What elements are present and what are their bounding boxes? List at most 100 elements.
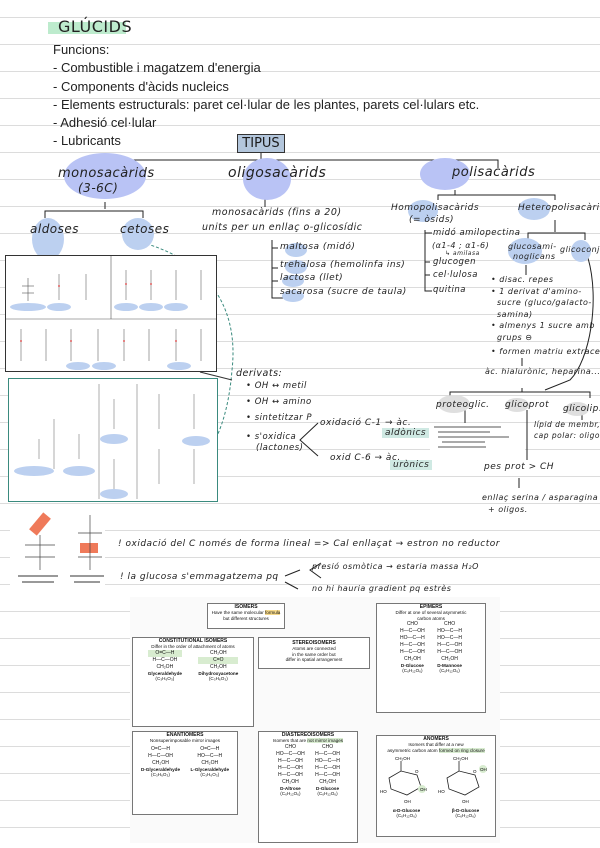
box-desc: differ in spatial arrangement (285, 657, 343, 662)
aldonic-highlight: aldònics (382, 428, 430, 438)
isomers-root-box: ISOMERS Have the same molecular formula … (207, 603, 285, 629)
oligo-label: oligosacàrids (228, 165, 327, 181)
structure-label: CHO (321, 743, 334, 750)
tipus-box: TIPUS (237, 134, 285, 153)
proteoglic-label: proteoglic. (436, 400, 490, 410)
oligo-list: maltosa (midó) trehalosa (hemolinfa ins)… (280, 241, 407, 299)
structure-label: CH₂OH (201, 759, 219, 766)
oxidation-c1: oxidació C-1 → àc. (320, 418, 412, 428)
gag-example: àc. hialurònic, heparina... (485, 367, 600, 376)
oligo-item: lactosa (llet) (280, 273, 344, 283)
note-oxidation: ! oxidació del C només de forma lineal =… (118, 539, 500, 549)
structure-label: D-Glucose (316, 785, 340, 791)
structure-label: CHO (284, 743, 296, 750)
structure-label: (C₆H₁₂O₆) (455, 813, 476, 818)
glicoprot-link: + oligos. (488, 505, 528, 514)
structure-label: CHO (444, 621, 456, 627)
structure-label: HO—C—H (197, 752, 223, 759)
constitutional-box: CONSTITUTIONAL ISOMERS Differ in the ord… (132, 637, 254, 727)
function-item: - Combustible i magatzem d'energia (53, 60, 261, 76)
sacarosa-blob (282, 290, 304, 302)
structure-label: (C₆H₁₂O₆) (439, 668, 460, 673)
structure-label: CH₂OH (404, 656, 421, 662)
structure-label: CHO (406, 621, 418, 627)
exclamation-icon: ! (118, 539, 123, 549)
structure-label: (C₆H₁₂O₆) (280, 790, 301, 796)
gag-item: sucre (gluco/galacto- (497, 298, 592, 307)
note-fork-branches (284, 569, 301, 590)
homo-item: glucogen (433, 257, 477, 267)
glicolip-desc: lípid de membr, (534, 420, 600, 429)
box-desc: Differ in the order of attachment of ato… (151, 644, 235, 649)
structure-label: H—C—OH (315, 771, 340, 778)
oligo-list-lines (271, 240, 285, 299)
glicoprot-desc: pes prot > CH (484, 462, 555, 472)
hetero-blob (518, 198, 550, 220)
oxidation-c6: oxid C-6 → àc. (330, 453, 401, 463)
structure-label: Dihydroxyacetone (198, 670, 239, 676)
page-title: GLÚCIDS (58, 17, 133, 36)
structure-label: H—C—OH (437, 649, 462, 655)
oligo-item: trehalosa (hemolinfa ins) (280, 259, 406, 270)
glicoconj-branches (449, 257, 594, 398)
homo-item: quitina (433, 285, 466, 295)
box-title: ENANTIOMERS (166, 732, 204, 738)
trehalosa-blob (285, 260, 307, 274)
structure-label: D-Glucose (400, 663, 424, 668)
ring-label: O (415, 769, 419, 774)
structure-label: (C₆H₁₂O₆) (396, 813, 417, 818)
formula-highlight: formula (265, 610, 281, 615)
structure-label: D-Altrose (280, 785, 301, 791)
gag-label: noglicans (513, 252, 556, 261)
homo-item: (α1-4 ; α1-6) (432, 241, 490, 250)
ring-label: OH (404, 799, 411, 804)
gag-item: samina) (497, 309, 533, 319)
oligo-desc: monosacàrids (fins a 20) (212, 207, 342, 218)
glucose-rings-drawing: CH₂OH CH₂OH O O OH OH HO HO OH OH (380, 756, 487, 804)
structure-label: CH₂OH (210, 663, 227, 670)
box-desc: Nonsuperimposable mirror images (149, 738, 221, 743)
glicoprot-label: glicoprot (505, 400, 550, 410)
box-title: ISOMERS (234, 604, 258, 610)
structure-label: HO—C—H (437, 628, 462, 634)
structure-label: H—C—OH (400, 628, 425, 634)
structure-label: H—C—OH (152, 656, 178, 663)
derivats-heading: derivats: (236, 368, 283, 379)
oligo-desc: units per un enllaç o-glicosídic (202, 222, 363, 233)
epimers-box: EPIMERS Differ at one of several asymmet… (376, 603, 486, 713)
homo-list-lines (424, 230, 432, 292)
diastereoisomers-box: DIASTEREOISOMERS Isomers that are not mi… (258, 731, 358, 843)
gag-list: • disac. repes • 1 derivat d'amino- sucr… (491, 274, 600, 358)
aldoses-structures-image (5, 255, 217, 372)
derivat-item: • OH ↔ amino (246, 397, 312, 407)
structure-label: (C₆H₁₂O₆) (317, 790, 338, 796)
structure-label: CH₂OH (156, 663, 174, 670)
structure-label: H—C—OH (278, 771, 303, 778)
structure-label: (C₃H₆O₃) (151, 771, 170, 777)
gag-blob (508, 238, 542, 264)
glicoprot-link: enllaç serina / asparagina (482, 493, 599, 502)
mono-sub: (3-6C) (78, 181, 119, 195)
ketose-structures-drawing (14, 384, 210, 499)
structure-label: C=O (198, 656, 239, 664)
box-desc: Atoms are connected (292, 646, 336, 651)
box-desc: Have the same molecular (211, 610, 264, 615)
box-title: ANOMERS (423, 736, 449, 742)
note-text: la glucosa s'emmagatzema pq (127, 572, 279, 582)
glicoprot-blob (505, 398, 529, 412)
ring-label: HO (438, 789, 445, 794)
ring-label: HO (380, 789, 387, 794)
structure-label: D-Glyceraldehyde (140, 766, 181, 772)
box-title: EPIMERS (419, 604, 443, 610)
glicoconj-sub-lines (464, 410, 583, 488)
aldoses-label: aldoses (30, 222, 80, 236)
oligo-item: maltosa (midó) (280, 242, 356, 252)
derivat-item: • s'oxidica (246, 432, 297, 442)
box-desc: but different structures (223, 615, 269, 621)
gag-item: grups ⊖ (497, 332, 533, 342)
structure-label: O=C—H (147, 649, 182, 657)
structure-label: (C₃H₆O₃) (208, 675, 228, 681)
